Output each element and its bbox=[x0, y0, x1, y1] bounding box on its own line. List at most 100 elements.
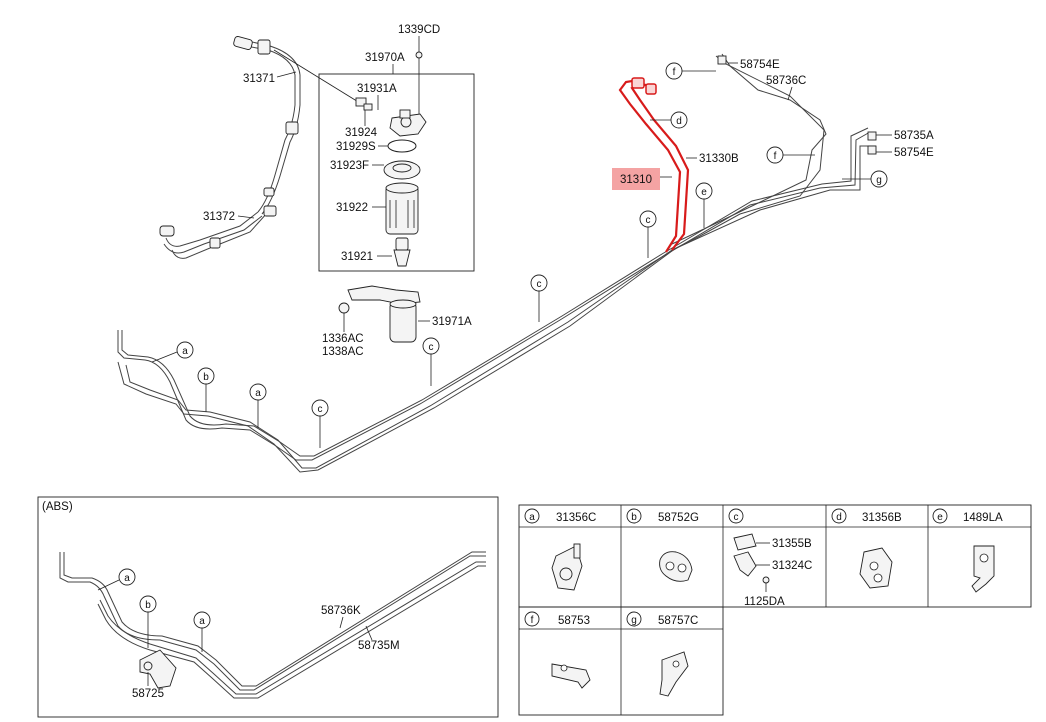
svg-text:b: b bbox=[203, 372, 209, 383]
legend-cell-e[interactable]: e 1489LA bbox=[932, 508, 1003, 593]
callout-a-1[interactable]: a bbox=[151, 341, 194, 363]
callout-a-2[interactable]: a bbox=[249, 383, 267, 428]
filter-31922[interactable] bbox=[385, 182, 419, 235]
abs-callout-a-2[interactable]: a bbox=[193, 611, 211, 652]
clip-31356b-icon bbox=[859, 547, 893, 589]
svg-text:f: f bbox=[774, 151, 777, 162]
seal-31923f[interactable] bbox=[383, 160, 421, 180]
label-1338ac[interactable]: 1338AC bbox=[322, 346, 364, 358]
legend-cell-c[interactable]: c 31355B 31324C 1125DA bbox=[728, 508, 812, 608]
legend-part-31356c: 31356C bbox=[556, 512, 596, 524]
label-1336ac[interactable]: 1336AC bbox=[322, 333, 364, 345]
svg-text:d: d bbox=[676, 116, 682, 127]
legend-part-31356b: 31356B bbox=[862, 512, 902, 524]
clip-31324c-icon bbox=[733, 551, 757, 577]
legend-cell-d[interactable]: d 31356B bbox=[831, 508, 902, 589]
svg-text:b: b bbox=[145, 600, 151, 611]
label-31371[interactable]: 31371 bbox=[243, 73, 275, 85]
svg-text:c: c bbox=[537, 279, 542, 290]
legend-cell-a[interactable]: a 31356C bbox=[524, 508, 596, 591]
label-58735a[interactable]: 58735A bbox=[894, 130, 934, 142]
filter-head[interactable] bbox=[389, 109, 427, 137]
legend-cell-g[interactable]: g 58757C bbox=[626, 611, 698, 697]
callout-c-1[interactable]: c bbox=[639, 210, 657, 258]
callout-c-4[interactable]: c bbox=[311, 399, 329, 448]
bolt-1336ac[interactable] bbox=[338, 302, 350, 314]
bracket-58725[interactable] bbox=[139, 649, 177, 689]
bracket-1489la-icon bbox=[971, 545, 995, 593]
legend-cell-f[interactable]: f 58753 bbox=[524, 611, 591, 689]
main-fuel-lines[interactable] bbox=[117, 53, 876, 473]
svg-text:f: f bbox=[673, 67, 676, 78]
line-31310-highlighted[interactable] bbox=[618, 77, 690, 253]
svg-text:a: a bbox=[199, 616, 205, 627]
label-31310[interactable]: 31310 bbox=[620, 174, 652, 186]
clip-58753-icon bbox=[551, 663, 591, 689]
svg-text:a: a bbox=[182, 346, 188, 357]
clip-58752g-icon bbox=[659, 551, 693, 582]
label-31929s[interactable]: 31929S bbox=[336, 141, 376, 153]
abs-title: (ABS) bbox=[42, 501, 73, 513]
svg-text:c: c bbox=[734, 512, 739, 523]
svg-text:g: g bbox=[631, 615, 637, 626]
fitting-58754e-right[interactable] bbox=[867, 145, 877, 155]
legend-part-31355b: 31355B bbox=[772, 538, 812, 550]
clip-58757c-icon bbox=[659, 651, 689, 697]
label-31924[interactable]: 31924 bbox=[345, 127, 378, 139]
callout-b-1[interactable]: b bbox=[197, 367, 215, 412]
label-31310-bg bbox=[612, 168, 660, 190]
clip-58754e-top[interactable] bbox=[717, 55, 727, 65]
svg-text:a: a bbox=[124, 573, 130, 584]
callout-c-3[interactable]: c bbox=[422, 337, 440, 386]
label-58725[interactable]: 58725 bbox=[132, 688, 164, 700]
label-1339cd[interactable]: 1339CD bbox=[398, 24, 440, 36]
hose-31372[interactable] bbox=[159, 205, 277, 259]
abs-fuel-lines[interactable] bbox=[59, 551, 486, 699]
legend-part-1125da: 1125DA bbox=[744, 596, 785, 608]
abs-callout-b[interactable]: b bbox=[139, 595, 157, 648]
label-31372[interactable]: 31372 bbox=[203, 211, 235, 223]
svg-text:a: a bbox=[529, 512, 535, 523]
label-31970a[interactable]: 31970A bbox=[365, 52, 405, 64]
legend-part-1489la: 1489LA bbox=[963, 512, 1003, 524]
hose-31371[interactable] bbox=[233, 36, 301, 215]
callout-f-1[interactable]: f bbox=[665, 62, 716, 80]
label-31923f[interactable]: 31923F bbox=[330, 160, 369, 172]
legend-table bbox=[518, 504, 1032, 716]
callout-f-2[interactable]: f bbox=[766, 146, 815, 164]
svg-text:b: b bbox=[631, 512, 637, 523]
bracket-31971a[interactable] bbox=[347, 285, 421, 343]
label-31931a[interactable]: 31931A bbox=[357, 83, 397, 95]
svg-text:c: c bbox=[646, 215, 651, 226]
label-31971a[interactable]: 31971A bbox=[432, 316, 472, 328]
clip-31356c-icon bbox=[551, 543, 583, 591]
label-58736k[interactable]: 58736K bbox=[321, 605, 361, 617]
legend-part-58753: 58753 bbox=[558, 615, 590, 627]
svg-text:d: d bbox=[836, 512, 842, 523]
sensor-31921[interactable] bbox=[393, 237, 411, 267]
callout-e[interactable]: e bbox=[695, 182, 713, 228]
bolt-1125da-icon bbox=[762, 576, 770, 592]
label-31330b[interactable]: 31330B bbox=[699, 153, 739, 165]
svg-text:e: e bbox=[937, 512, 943, 523]
svg-text:a: a bbox=[255, 388, 261, 399]
callout-g[interactable]: g bbox=[842, 170, 888, 188]
label-31921[interactable]: 31921 bbox=[341, 251, 373, 263]
bolt-1339cd[interactable] bbox=[415, 51, 423, 59]
legend-part-31324c: 31324C bbox=[772, 560, 812, 572]
oring-31929s[interactable] bbox=[387, 139, 417, 153]
label-58736c[interactable]: 58736C bbox=[766, 75, 806, 87]
legend-cell-b[interactable]: b 58752G bbox=[626, 508, 699, 582]
abs-callout-a-1[interactable]: a bbox=[97, 568, 136, 591]
callout-c-2[interactable]: c bbox=[530, 274, 548, 322]
svg-text:c: c bbox=[318, 404, 323, 415]
callout-d[interactable]: d bbox=[650, 111, 688, 129]
label-58735m[interactable]: 58735M bbox=[358, 640, 400, 652]
fitting-58735a[interactable] bbox=[867, 131, 877, 141]
svg-text:e: e bbox=[701, 187, 707, 198]
label-58754e-top[interactable]: 58754E bbox=[740, 59, 780, 71]
label-31922[interactable]: 31922 bbox=[336, 202, 368, 214]
label-58754e-right[interactable]: 58754E bbox=[894, 147, 934, 159]
fitting-31924[interactable] bbox=[355, 97, 373, 111]
